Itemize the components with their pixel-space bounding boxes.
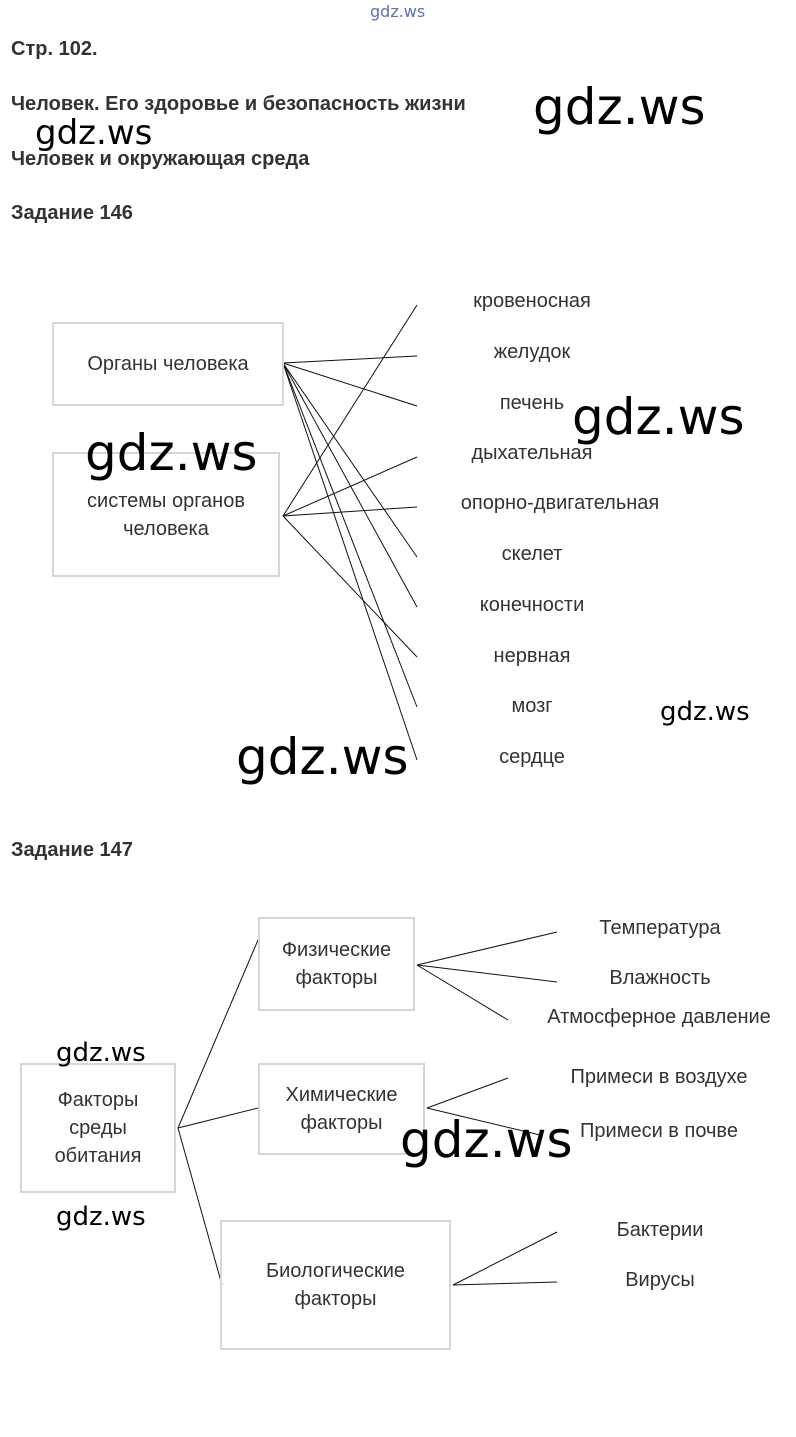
task147-lines <box>177 931 558 1286</box>
watermark: gdz.ws <box>85 424 258 482</box>
box-organs: Органы человека <box>52 322 284 406</box>
factor: Температура <box>599 917 721 939</box>
watermark: gdz.ws <box>56 1202 146 1232</box>
factor: Примеси в почве <box>580 1120 738 1142</box>
word: желудок <box>493 341 571 363</box>
word: кровеносная <box>473 290 591 312</box>
word: опорно-двигательная <box>460 492 660 514</box>
watermark: gdz.ws <box>533 78 706 136</box>
watermark: gdz.ws <box>35 113 153 153</box>
task146-title: Задание 146 <box>11 202 133 224</box>
watermark: gdz.ws <box>236 728 409 786</box>
factor: Вирусы <box>625 1269 695 1291</box>
word: мозг <box>511 695 553 717</box>
box-physical: Физические факторы <box>258 917 415 1011</box>
section-title: Человек. Его здоровье и безопасность жиз… <box>11 93 466 115</box>
box-biological: Биологические факторы <box>220 1220 451 1350</box>
watermark: gdz.ws <box>660 697 750 727</box>
watermark: gdz.ws <box>572 388 745 446</box>
box-chemical: Химические факторы <box>258 1063 425 1155</box>
factor: Влажность <box>609 967 711 989</box>
factor: Бактерии <box>616 1219 704 1241</box>
subsection-title: Человек и окружающая среда <box>11 148 310 170</box>
watermark: gdz.ws <box>56 1038 146 1068</box>
watermark: gdz.ws <box>370 2 426 21</box>
page-number: Стр. 102. <box>11 38 98 60</box>
factor: Атмосферное давление <box>547 1006 771 1028</box>
watermark: gdz.ws <box>400 1111 573 1169</box>
word: конечности <box>479 594 585 616</box>
word: сердце <box>499 746 565 768</box>
task147-title: Задание 147 <box>11 839 133 861</box>
word: печень <box>499 392 565 414</box>
word: скелет <box>501 543 563 565</box>
box-systems: системы органов человека <box>52 452 280 577</box>
word: дыхательная <box>471 442 593 464</box>
task146-lines <box>282 304 418 761</box>
box-root: Факторы среды обитания <box>20 1063 176 1193</box>
word: нервная <box>493 645 571 667</box>
factor: Примеси в воздухе <box>570 1066 748 1088</box>
